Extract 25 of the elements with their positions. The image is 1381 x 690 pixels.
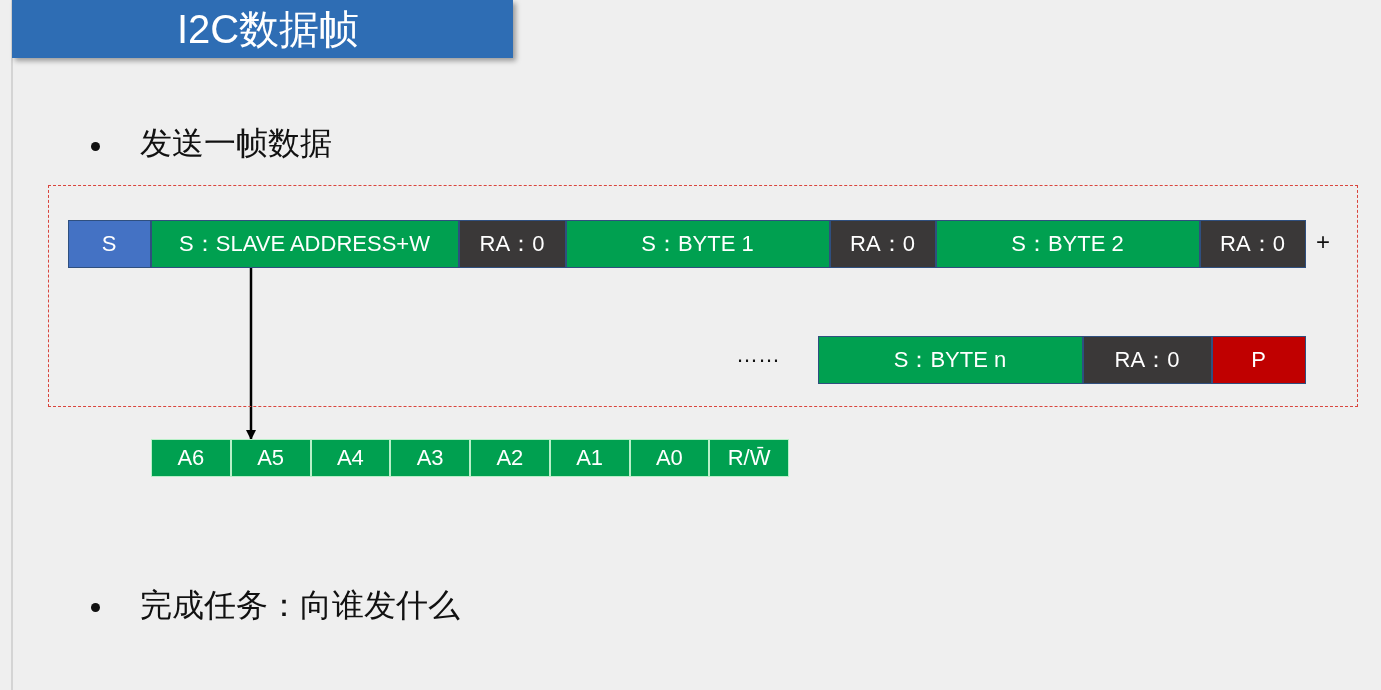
- frame-field: S：BYTE 2: [935, 219, 1200, 268]
- dashed-frame: [48, 185, 1358, 407]
- frame-field: S: [67, 219, 151, 268]
- frame-field: S：BYTE 1: [565, 219, 830, 268]
- frame-field: S：SLAVE ADDRESS+W: [150, 219, 459, 268]
- arrow: [246, 268, 256, 440]
- frame-field: RA：0: [829, 219, 936, 268]
- bit-field: A4: [310, 439, 391, 477]
- frame-field: S：BYTE n: [817, 335, 1083, 384]
- bit-field: R/W̄: [709, 439, 789, 477]
- bit-field: A5: [230, 439, 311, 477]
- bullet-text: 完成任务：向谁发什么: [140, 586, 460, 625]
- bit-field: A1: [549, 439, 630, 477]
- bit-field: A6: [151, 439, 231, 477]
- bit-field: A3: [390, 439, 470, 477]
- frame-field: P: [1211, 335, 1306, 384]
- frame-field: RA：0: [1199, 219, 1306, 268]
- bullet-text: 发送一帧数据: [140, 124, 332, 163]
- frame-field: RA：0: [1082, 335, 1212, 384]
- bit-field: A2: [470, 439, 550, 477]
- label: ……: [736, 342, 780, 369]
- frame-field: RA：0: [458, 219, 566, 268]
- title-banner: I2C数据帧: [12, 0, 513, 58]
- label: +: [1316, 228, 1330, 257]
- bit-field: A0: [629, 439, 710, 477]
